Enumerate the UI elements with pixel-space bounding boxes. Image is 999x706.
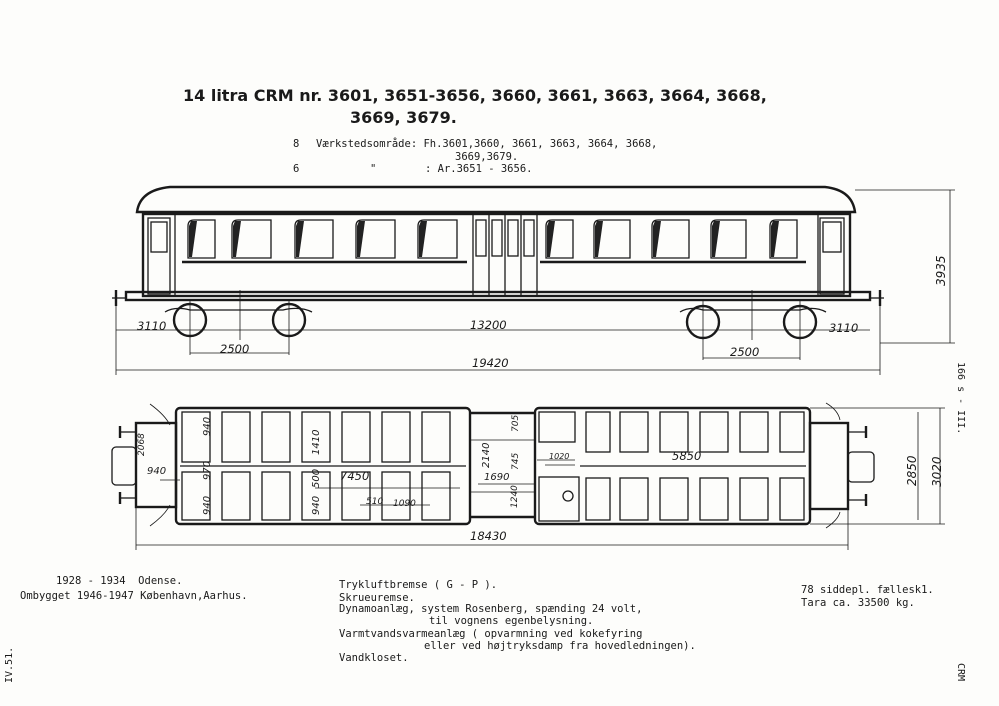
note-dynamo-1: Dynamoanlæg, system Rosenberg, spænding … xyxy=(339,603,643,615)
page-title: 14 litra CRM nr. 3601, 3651-3656, 3660, … xyxy=(183,86,767,105)
end-door-left xyxy=(147,217,171,295)
bogie-left xyxy=(164,290,313,355)
note-seats: 78 siddepl. fællesk1. xyxy=(801,584,934,596)
dim-wheelbase-right: 2500 xyxy=(730,345,760,359)
note-brake: Trykluftbremse ( G - P ). xyxy=(339,579,498,591)
dim-length-over-buffers: 19420 xyxy=(472,356,509,370)
dim-510: 510 xyxy=(366,497,384,507)
page-title-continuation: 3669, 3679. xyxy=(350,108,457,127)
end-door-right xyxy=(819,217,845,295)
workshop-row-1-text: Værkstedsområde: Fh.3601,3660, 3661, 366… xyxy=(316,138,658,150)
workshop-row-2-number: 6 xyxy=(293,163,300,175)
car-body xyxy=(141,212,852,298)
seats-right xyxy=(585,411,805,521)
note-heating-2: eller ved højtryksdamp fra hovedledninge… xyxy=(424,640,696,652)
windows-left xyxy=(187,219,458,259)
dim-wheelbase-left: 2500 xyxy=(220,342,250,356)
note-rebuilt: Ombygget 1946-1947 København,Aarhus. xyxy=(20,590,248,602)
note-handbrake: Skrueuremse. xyxy=(339,592,415,604)
dim-overhang-right: 3110 xyxy=(829,321,859,335)
plan-vestibule xyxy=(538,411,576,443)
note-toilet: Vandkloset. xyxy=(339,652,409,664)
workshop-row-2-text: : Ar.3651 - 3656. xyxy=(425,163,533,175)
seats-left xyxy=(181,411,451,521)
dim-1090: 1090 xyxy=(393,499,416,509)
dim-overhang-left: 3110 xyxy=(137,319,167,333)
workshop-row-1-continuation: 3669,3679. xyxy=(455,151,519,163)
plan-toilet xyxy=(538,476,580,522)
dim-bogie-centers: 13200 xyxy=(470,318,507,332)
windows-right xyxy=(545,219,798,259)
note-build-years: 1928 - 1934 Odense. xyxy=(56,575,183,587)
roof xyxy=(135,185,857,214)
dim-1690: 1690 xyxy=(484,472,510,483)
workshop-row-1-number: 8 xyxy=(293,138,300,150)
underframe xyxy=(124,290,872,302)
note-heating-1: Varmtvandsvarmeanlæg ( opvarmning ved ko… xyxy=(339,628,643,640)
note-dynamo-2: til vognens egenbelysning. xyxy=(429,615,594,627)
note-tare: Tara ca. 33500 kg. xyxy=(801,597,915,609)
dim-total-length: 18430 xyxy=(470,529,507,543)
plan-end-left xyxy=(134,421,178,509)
plan-end-right xyxy=(808,421,850,511)
dim-940-end: 940 xyxy=(147,466,167,477)
plan-view xyxy=(111,402,945,550)
workshop-row-2-ditto: " xyxy=(370,163,377,175)
dim-1020: 1020 xyxy=(549,452,570,461)
side-view xyxy=(112,185,955,375)
